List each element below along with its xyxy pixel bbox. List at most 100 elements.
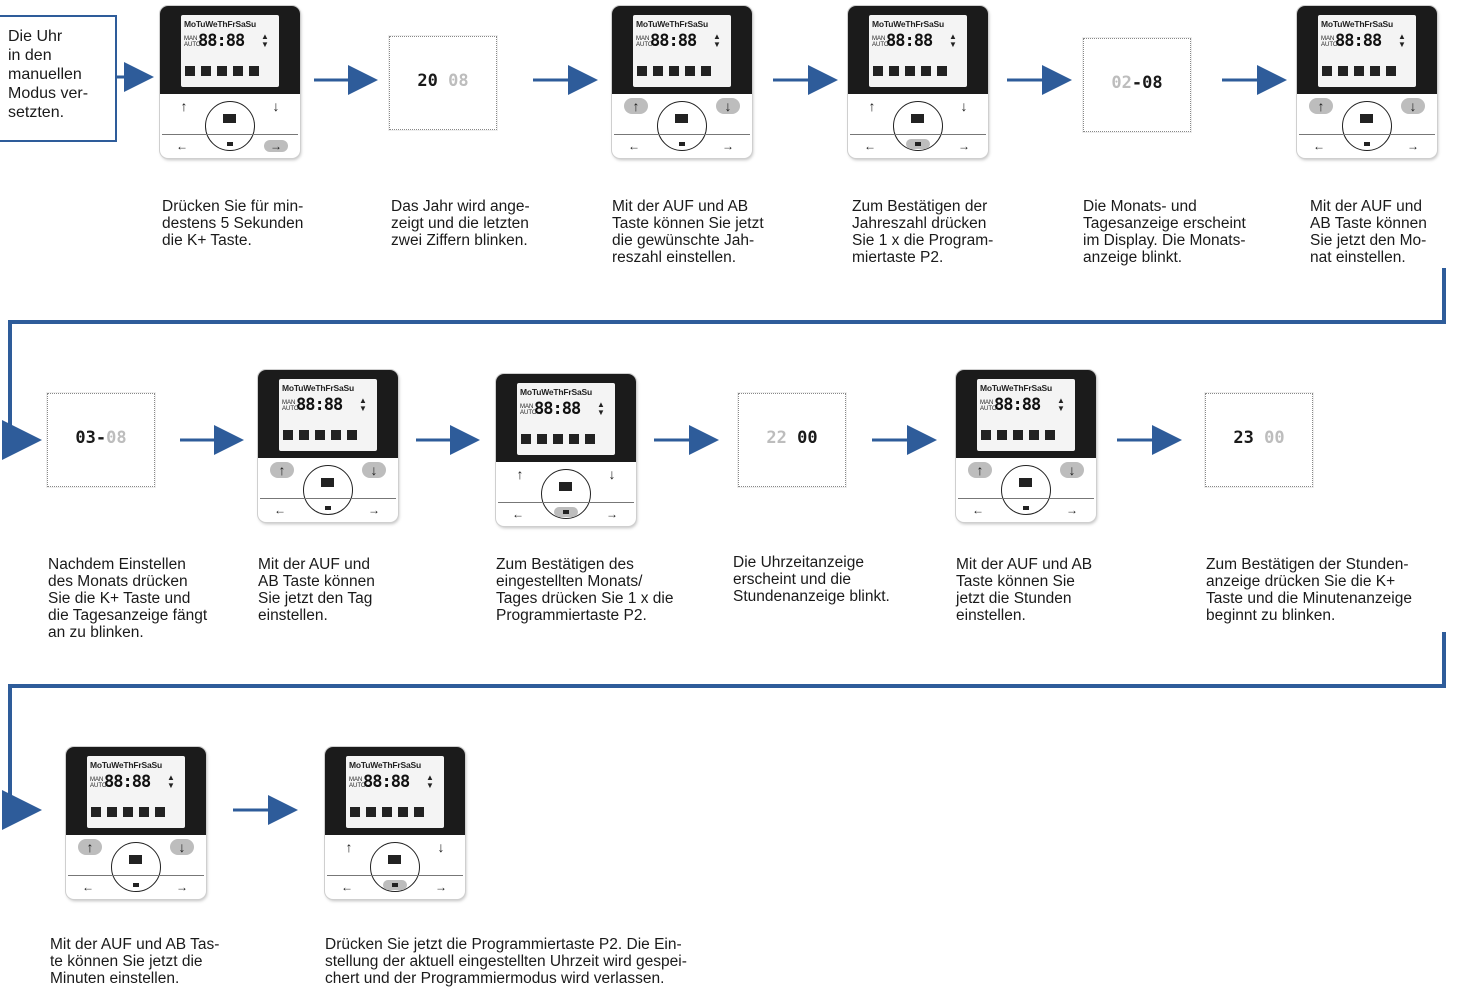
- display-panel-year: 20 08: [389, 36, 497, 130]
- right-arrow-icon[interactable]: →: [435, 880, 447, 894]
- program-key-ring[interactable]: [303, 465, 353, 515]
- caption-step-3: Mit der AUF und AB Taste können Sie jetz…: [612, 198, 764, 266]
- up-arrow-icon[interactable]: ↑: [270, 462, 294, 478]
- down-arrow-icon[interactable]: ↓: [1401, 98, 1425, 114]
- program-key-ring[interactable]: [1342, 101, 1392, 151]
- right-arrow-icon[interactable]: →: [722, 139, 734, 153]
- up-arrow-icon[interactable]: ↑: [968, 462, 992, 478]
- caption-step-1: Drücken Sie für min- destens 5 Sekunden …: [162, 198, 304, 249]
- program-key[interactable]: [388, 855, 401, 864]
- caption-step-11: Mit der AUF und AB Taste können Sie jetz…: [956, 556, 1093, 624]
- caption-step-8: Mit der AUF und AB Taste können Sie jetz…: [258, 556, 375, 624]
- program-key-ring[interactable]: [1001, 465, 1051, 515]
- left-arrow-icon[interactable]: ←: [176, 139, 188, 153]
- p2-key-highlighted[interactable]: [554, 507, 578, 517]
- up-arrow-icon[interactable]: ↑: [516, 466, 524, 482]
- down-arrow-icon[interactable]: ↓: [437, 839, 445, 855]
- left-arrow-icon[interactable]: ←: [341, 880, 353, 894]
- right-arrow-icon[interactable]: →: [368, 503, 380, 517]
- left-arrow-icon[interactable]: ←: [1313, 139, 1325, 153]
- display-panel-day: 03-08: [47, 393, 155, 487]
- up-arrow-icon[interactable]: ↑: [868, 98, 876, 114]
- program-key[interactable]: [129, 855, 142, 864]
- program-key-ring[interactable]: [370, 842, 420, 892]
- up-arrow-icon[interactable]: ↑: [78, 839, 102, 855]
- sun-icon: ▲▼: [1398, 32, 1406, 49]
- program-key-ring[interactable]: [205, 101, 255, 151]
- caption-step-14: Drücken Sie jetzt die Programmiertaste P…: [325, 936, 687, 987]
- program-key[interactable]: [675, 114, 688, 123]
- program-key-ring[interactable]: [893, 101, 943, 151]
- up-arrow-icon[interactable]: ↑: [180, 98, 188, 114]
- p2-key[interactable]: [124, 880, 148, 890]
- program-key[interactable]: [1360, 114, 1373, 123]
- up-arrow-icon[interactable]: ↑: [624, 98, 648, 114]
- right-arrow-icon[interactable]: →: [958, 139, 970, 153]
- p2-key[interactable]: [670, 139, 694, 149]
- left-arrow-icon[interactable]: ←: [864, 139, 876, 153]
- right-arrow-icon[interactable]: →: [606, 507, 618, 521]
- sun-icon: ▲▼: [359, 396, 367, 413]
- left-arrow-icon[interactable]: ←: [274, 503, 286, 517]
- program-key-ring[interactable]: [541, 469, 591, 519]
- program-key-ring[interactable]: [657, 101, 707, 151]
- down-arrow-icon[interactable]: ↓: [716, 98, 740, 114]
- display-panel-minute: 23 00: [1205, 393, 1313, 487]
- wrap-connector-2: [8, 632, 1446, 810]
- wrap-connector-1: [8, 268, 1446, 440]
- caption-step-7: Nachdem Einstellen des Monats drücken Si…: [48, 556, 208, 641]
- caption-step-13: Mit der AUF und AB Tas- te können Sie je…: [50, 936, 220, 987]
- sun-icon: ▲▼: [949, 32, 957, 49]
- p2-key-highlighted[interactable]: [906, 139, 930, 149]
- down-arrow-icon[interactable]: ↓: [272, 98, 280, 114]
- left-arrow-icon[interactable]: ←: [972, 503, 984, 517]
- down-arrow-icon[interactable]: ↓: [960, 98, 968, 114]
- caption-step-10: Die Uhrzeitanzeige erscheint und die Stu…: [733, 554, 890, 605]
- program-key[interactable]: [223, 114, 236, 123]
- caption-step-6: Mit der AUF und AB Taste können Sie jetz…: [1310, 198, 1427, 266]
- p2-key[interactable]: [218, 139, 242, 149]
- sun-icon: ▲▼: [426, 773, 434, 790]
- right-arrow-icon[interactable]: →: [1066, 503, 1078, 517]
- program-key[interactable]: [911, 114, 924, 123]
- down-arrow-icon[interactable]: ↓: [1060, 462, 1084, 478]
- caption-step-5: Die Monats- und Tagesanzeige erscheint i…: [1083, 198, 1246, 266]
- p2-key-highlighted[interactable]: [383, 880, 407, 890]
- left-arrow-icon[interactable]: ←: [512, 507, 524, 521]
- down-arrow-icon[interactable]: ↓: [608, 466, 616, 482]
- program-key-ring[interactable]: [111, 842, 161, 892]
- right-arrow-icon[interactable]: →: [1407, 139, 1419, 153]
- left-arrow-icon[interactable]: ←: [82, 880, 94, 894]
- program-key[interactable]: [1019, 478, 1032, 487]
- p2-key[interactable]: [316, 503, 340, 513]
- program-key[interactable]: [321, 478, 334, 487]
- caption-step-9: Zum Bestätigen des eingestellten Monats/…: [496, 556, 674, 624]
- caption-step-12: Zum Bestätigen der Stunden- anzeige drüc…: [1206, 556, 1412, 624]
- program-key[interactable]: [559, 482, 572, 491]
- up-arrow-icon[interactable]: ↑: [1309, 98, 1333, 114]
- left-arrow-icon[interactable]: ←: [628, 139, 640, 153]
- down-arrow-icon[interactable]: ↓: [362, 462, 386, 478]
- intro-box: Die Uhr in den manuellen Modus ver- setz…: [0, 15, 117, 142]
- p2-key[interactable]: [1014, 503, 1038, 513]
- right-arrow-icon[interactable]: →: [176, 880, 188, 894]
- down-arrow-icon[interactable]: ↓: [170, 839, 194, 855]
- p2-key[interactable]: [1355, 139, 1379, 149]
- k-plus-key-highlighted[interactable]: →: [264, 140, 288, 152]
- up-arrow-icon[interactable]: ↑: [345, 839, 353, 855]
